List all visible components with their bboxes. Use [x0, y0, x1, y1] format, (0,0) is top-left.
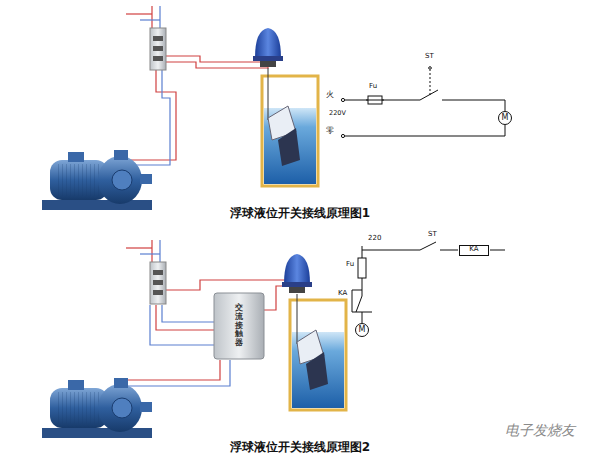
- caption: 浮球液位开关接线原理图1: [230, 207, 370, 219]
- caption: 浮球液位开关接线原理图2: [230, 441, 370, 453]
- terminal-label: 零: [326, 127, 334, 135]
- contact-label: KA: [338, 290, 347, 297]
- relay-coil: KA: [459, 245, 489, 256]
- node-text: M: [502, 114, 509, 123]
- motor-symbol: M: [498, 111, 512, 125]
- fuse-label: Fu: [369, 83, 377, 90]
- switch-label: ST: [425, 53, 434, 60]
- node-text: M: [359, 326, 366, 335]
- voltage-label: 220: [368, 235, 381, 242]
- contactor-box: 交流接触器: [214, 293, 264, 359]
- motor-symbol: M: [355, 323, 369, 337]
- watermark: 电子发烧友: [505, 423, 575, 437]
- voltage-label: 220V: [329, 110, 346, 117]
- node-text: KA: [469, 246, 478, 254]
- fuse-label: Fu: [346, 261, 354, 268]
- switch-label: ST: [428, 231, 437, 238]
- terminal-label: 火: [326, 91, 334, 99]
- node-text: 交流接触器: [235, 304, 243, 348]
